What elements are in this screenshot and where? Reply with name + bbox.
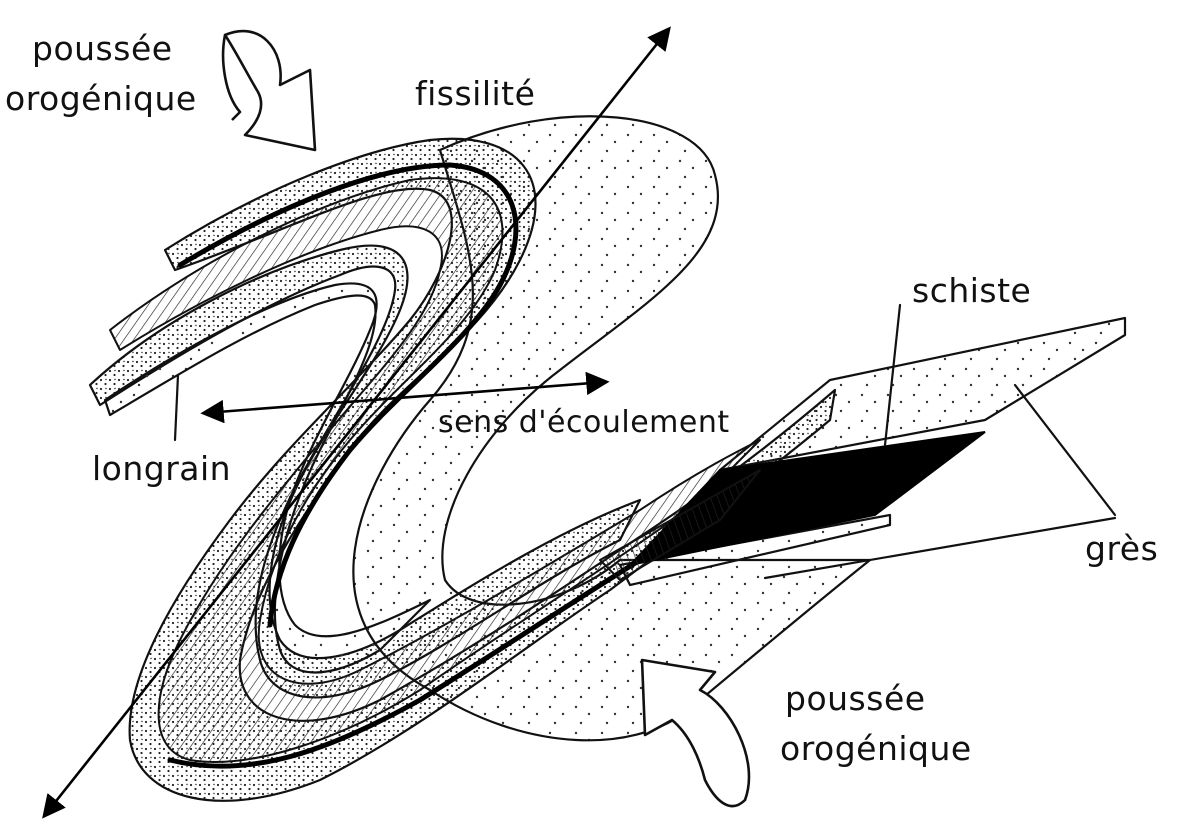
label-push-bottom-line2: orogénique bbox=[780, 729, 972, 768]
grain-leader-line bbox=[175, 375, 178, 440]
label-push-top-line2: orogénique bbox=[5, 79, 197, 118]
label-grain: longrain bbox=[92, 449, 231, 488]
label-sandstone: grès bbox=[1085, 529, 1158, 568]
sandstone-leader-upper bbox=[1015, 385, 1115, 515]
label-push-top-line1: poussée bbox=[32, 29, 173, 68]
label-shale: schiste bbox=[912, 271, 1031, 310]
label-flow-direction: sens d'écoulement bbox=[438, 405, 730, 440]
label-fissility: fissilité bbox=[415, 74, 535, 113]
label-push-bottom-line1: poussée bbox=[785, 679, 926, 718]
push-arrow-top-icon bbox=[223, 31, 315, 150]
push-arrow-bottom-icon bbox=[642, 660, 749, 806]
